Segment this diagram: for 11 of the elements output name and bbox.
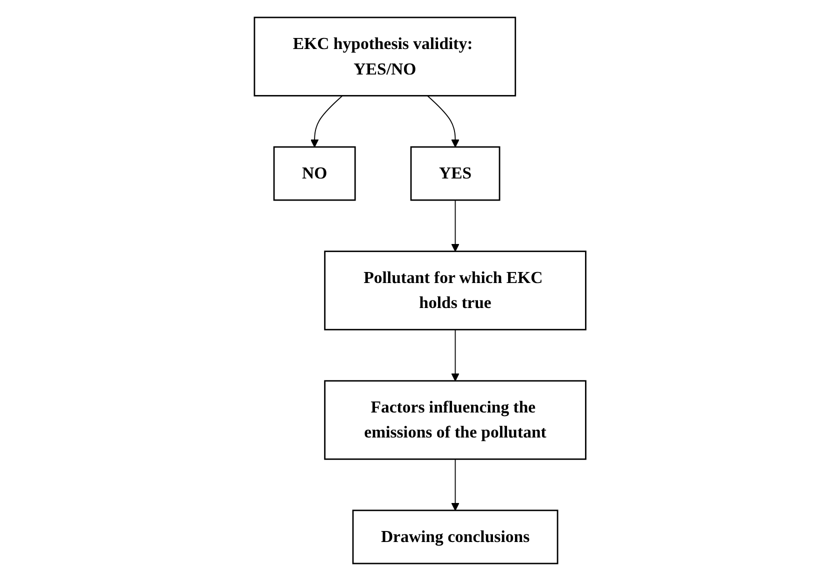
- arrow: [451, 329, 460, 382]
- node-box: YES: [410, 146, 500, 201]
- arrow: [451, 200, 460, 252]
- node-box: Drawing conclusions: [352, 510, 558, 564]
- arrow: [310, 95, 343, 148]
- node-box: EKC hypothesis validity: YES/NO: [254, 16, 516, 96]
- node-box: NO: [273, 146, 356, 201]
- node-box: Factors influencing the emissions of the pollutant: [324, 380, 586, 460]
- arrow: [451, 458, 460, 511]
- node-box: Pollutant for which EKC holds true: [324, 250, 586, 330]
- arrow: [426, 95, 460, 148]
